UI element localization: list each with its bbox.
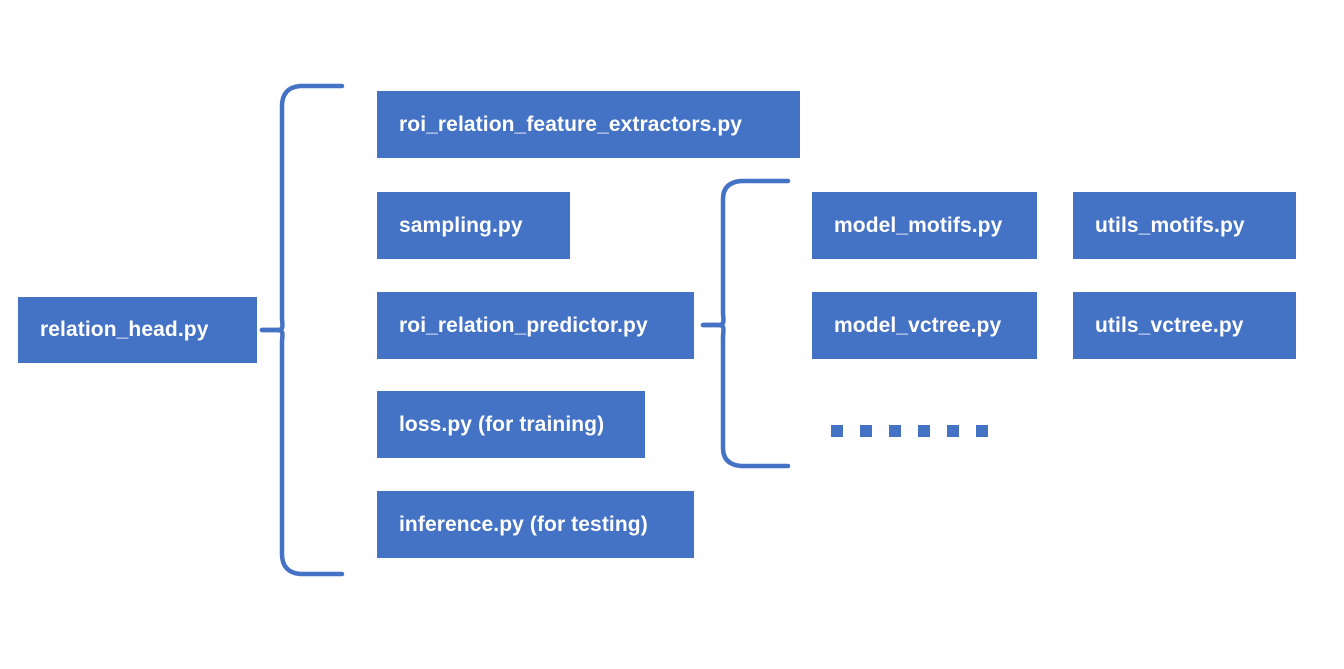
node-utils-motifs[interactable]: utils_motifs.py <box>1073 192 1296 259</box>
node-label: sampling.py <box>399 213 523 237</box>
node-label: utils_vctree.py <box>1095 313 1244 337</box>
node-sampling[interactable]: sampling.py <box>377 192 570 259</box>
node-label: roi_relation_predictor.py <box>399 313 648 337</box>
node-utils-vctree[interactable]: utils_vctree.py <box>1073 292 1296 359</box>
ellipsis-dot <box>976 425 988 437</box>
node-label: roi_relation_feature_extractors.py <box>399 112 743 136</box>
node-label: utils_motifs.py <box>1095 213 1245 237</box>
node-roi-relation-feature-extractors[interactable]: roi_relation_feature_extractors.py <box>377 91 800 158</box>
node-loss[interactable]: loss.py (for training) <box>377 391 645 458</box>
node-model-vctree[interactable]: model_vctree.py <box>812 292 1037 359</box>
node-relation-head[interactable]: relation_head.py <box>18 297 257 363</box>
ellipsis-dot <box>889 425 901 437</box>
connector-root-brace <box>259 83 345 577</box>
node-label: inference.py (for testing) <box>399 512 648 536</box>
node-label: loss.py (for training) <box>399 412 605 436</box>
node-label: relation_head.py <box>40 318 209 342</box>
ellipsis-dot <box>831 425 843 437</box>
ellipsis-dot <box>918 425 930 437</box>
node-inference[interactable]: inference.py (for testing) <box>377 491 694 558</box>
node-label: model_motifs.py <box>834 213 1003 237</box>
ellipsis-dot <box>860 425 872 437</box>
node-label: model_vctree.py <box>834 313 1002 337</box>
node-model-motifs[interactable]: model_motifs.py <box>812 192 1037 259</box>
connector-predictor-brace <box>700 178 791 469</box>
ellipsis-dot <box>947 425 959 437</box>
ellipsis-more-modules <box>831 425 988 437</box>
node-roi-relation-predictor[interactable]: roi_relation_predictor.py <box>377 292 694 359</box>
